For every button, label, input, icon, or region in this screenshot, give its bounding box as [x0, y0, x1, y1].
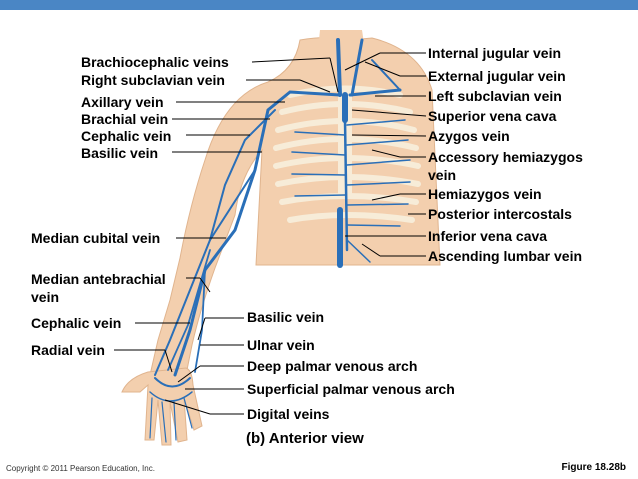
veins	[149, 38, 411, 443]
label-brachiocephalic-veins: Brachiocephalic veins	[81, 54, 229, 70]
header-bar	[0, 0, 638, 10]
label-median-cubital-vein: Median cubital vein	[31, 230, 161, 246]
label-digital-veins: Digital veins	[247, 406, 330, 422]
label-accessory-hemiazygos-vein-line2: vein	[428, 167, 457, 183]
label-radial-vein: Radial vein	[31, 342, 105, 358]
label-accessory-hemiazygos-vein-line1: Accessory hemiazygos	[428, 149, 583, 165]
copyright-notice: Copyright © 2011 Pearson Education, Inc.	[6, 464, 155, 473]
label-hemiazygos-vein: Hemiazygos vein	[428, 186, 542, 202]
label-cephalic-vein-upper: Cephalic vein	[81, 128, 172, 144]
label-superior-vena-cava: Superior vena cava	[428, 108, 557, 124]
label-superficial-palmar-venous-arch: Superficial palmar venous arch	[247, 381, 455, 397]
label-basilic-vein-lower: Basilic vein	[247, 309, 325, 325]
label-left-subclavian-vein: Left subclavian vein	[428, 88, 562, 104]
label-azygos-vein: Azygos vein	[428, 128, 510, 144]
label-median-antebrachial-vein-line2: vein	[31, 289, 60, 305]
figure-number: Figure 18.28b	[561, 462, 626, 473]
label-internal-jugular-vein: Internal jugular vein	[428, 45, 562, 61]
leader-lines	[114, 52, 427, 415]
label-deep-palmar-venous-arch: Deep palmar venous arch	[247, 358, 418, 374]
label-axillary-vein: Axillary vein	[81, 94, 164, 110]
label-basilic-vein-upper: Basilic vein	[81, 145, 159, 161]
label-posterior-intercostals: Posterior intercostals	[428, 206, 572, 222]
label-inferior-vena-cava: Inferior vena cava	[428, 228, 548, 244]
label-cephalic-vein-lower: Cephalic vein	[31, 315, 122, 331]
label-external-jugular-vein: External jugular vein	[428, 68, 566, 84]
label-ascending-lumbar-vein: Ascending lumbar vein	[428, 248, 583, 264]
figure-caption: (b) Anterior view	[246, 430, 364, 447]
label-right-subclavian-vein: Right subclavian vein	[81, 72, 225, 88]
label-ulnar-vein: Ulnar vein	[247, 337, 315, 353]
label-brachial-vein: Brachial vein	[81, 111, 169, 127]
label-median-antebrachial-vein-line1: Median antebrachial	[31, 271, 166, 287]
